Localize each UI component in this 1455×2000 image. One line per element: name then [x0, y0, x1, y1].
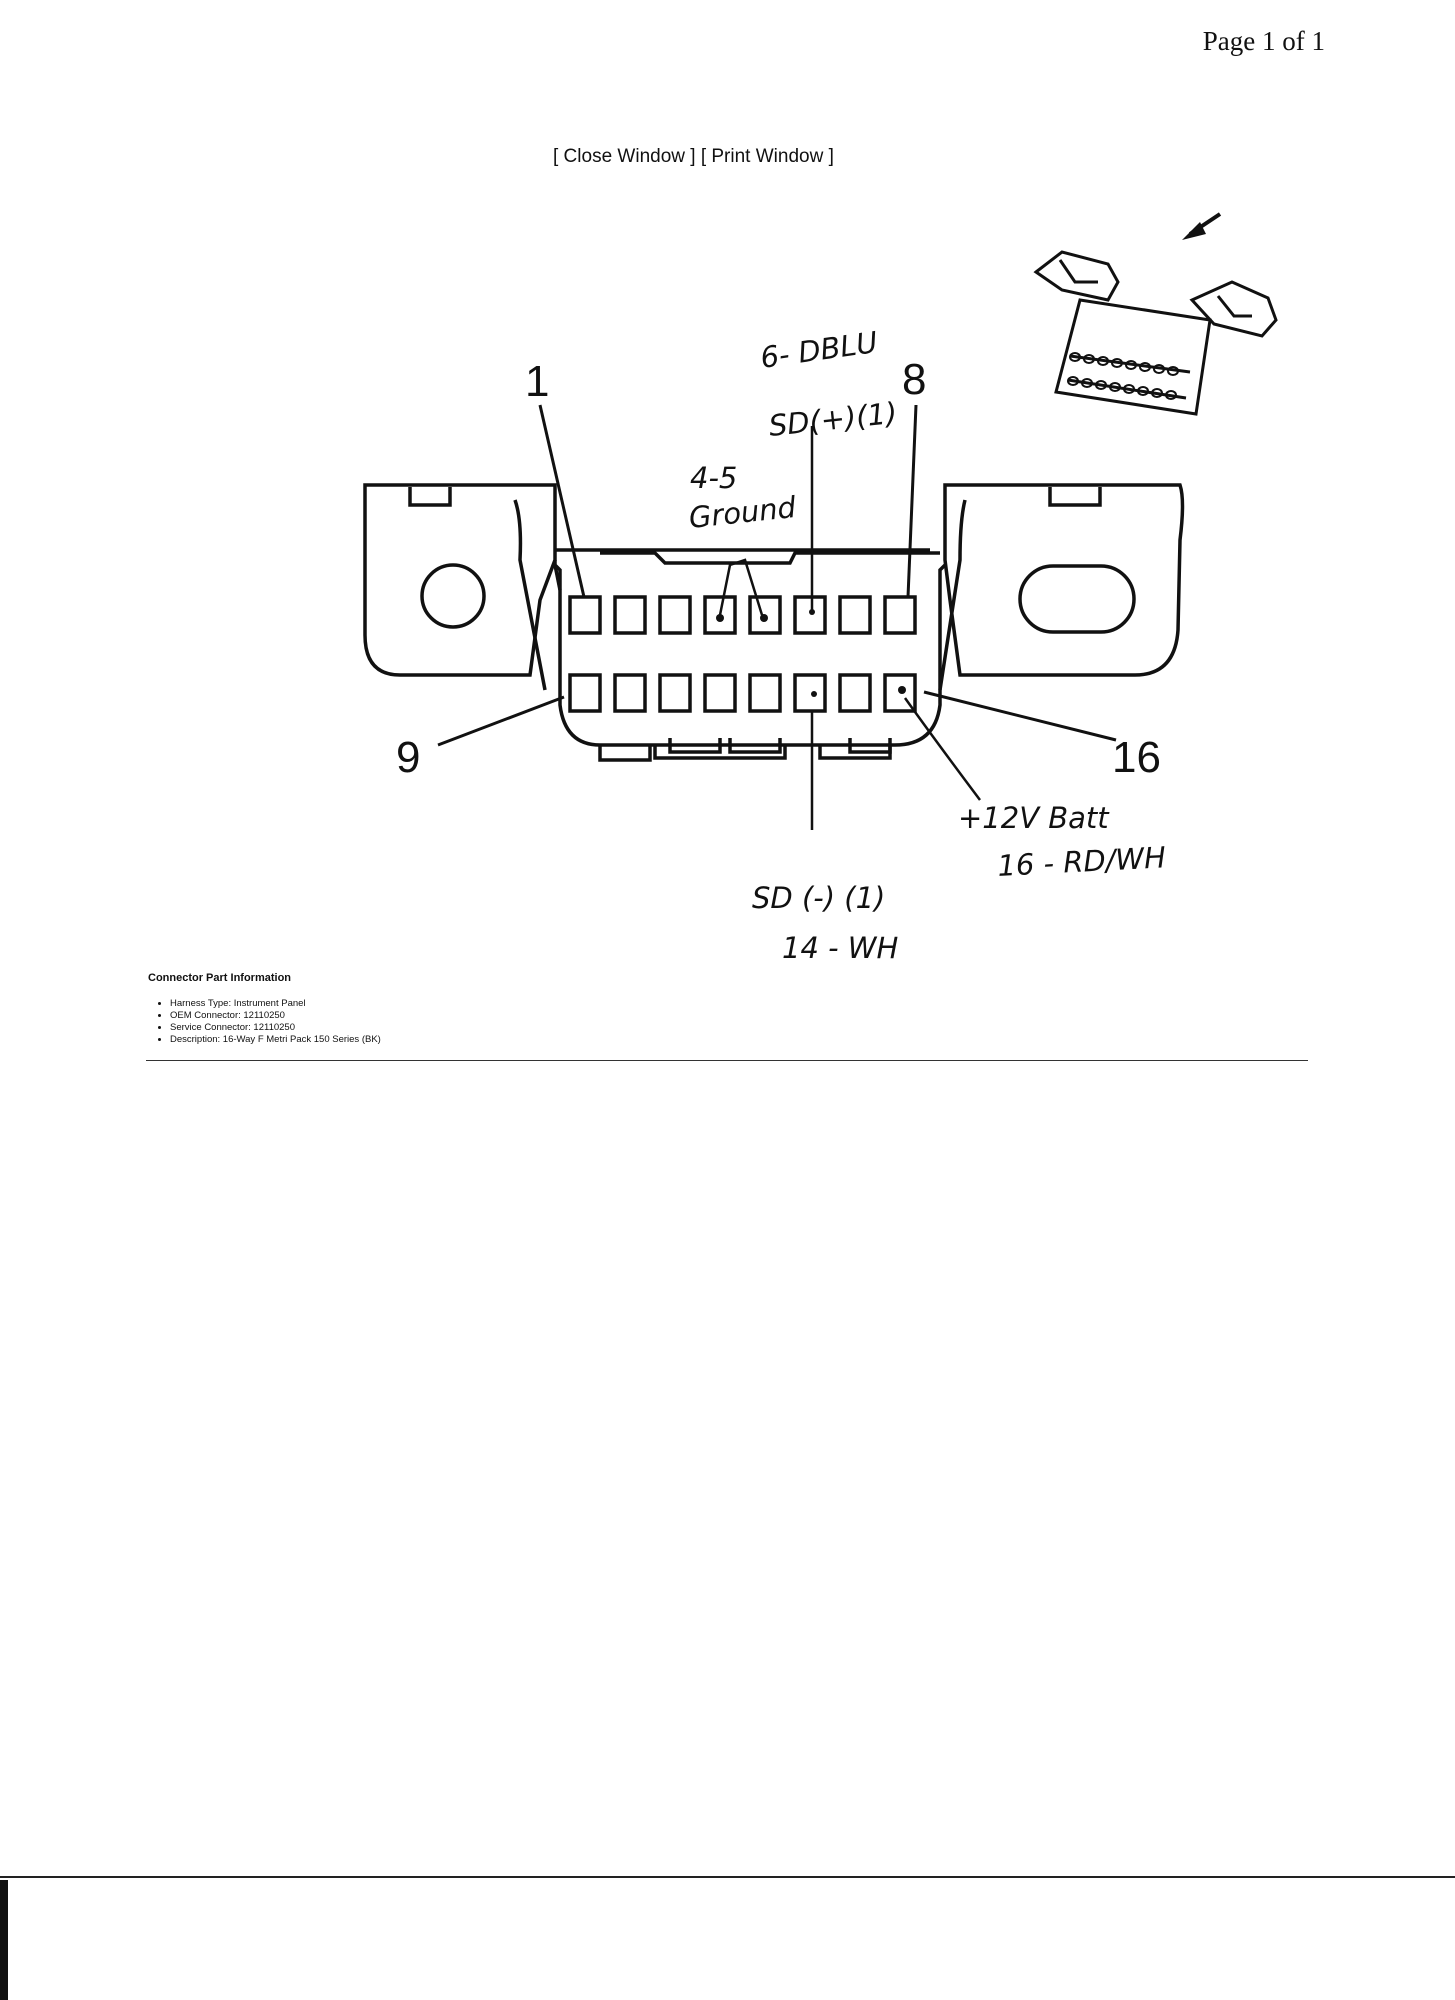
- pin-number-8: 8: [902, 355, 926, 404]
- print-window-link[interactable]: [ Print Window ]: [700, 146, 834, 167]
- connector-face: [363, 483, 1185, 762]
- connector-thumbnail: [1033, 250, 1278, 416]
- pin14-color-note: 14 - WH: [782, 931, 898, 965]
- info-service-connector: Service Connector: 12110250: [170, 1022, 1048, 1034]
- obd-connector-diagram: 1 8 9 16 6- DBLU SD(+)(1) 4-5 Ground SD …: [363, 212, 1278, 965]
- pin-number-9: 9: [396, 733, 420, 782]
- window-links: [ Close Window ] [ Print Window ]: [553, 146, 834, 168]
- pin-1: [568, 595, 602, 635]
- info-list: Harness Type: Instrument Panel OEM Conne…: [148, 998, 1048, 1046]
- info-divider: [146, 1060, 1308, 1061]
- pin-12: [703, 673, 737, 713]
- info-description: Description: 16-Way F Metri Pack 150 Ser…: [170, 1034, 1048, 1046]
- pin-3: [658, 595, 692, 635]
- pin-number-1: 1: [525, 357, 549, 406]
- info-oem-connector: OEM Connector: 12110250: [170, 1010, 1048, 1022]
- pin-7: [838, 595, 872, 635]
- pin16-color-note: 16 - RD/WH: [997, 840, 1167, 883]
- pin-6: [793, 595, 827, 635]
- ground-pins-note: 4-5: [690, 461, 737, 495]
- pin6-color-note: 6- DBLU: [758, 325, 879, 375]
- scan-edge: [0, 1880, 8, 2000]
- sd-minus-note: SD (-) (1): [752, 881, 885, 915]
- pin-number-16: 16: [1112, 733, 1161, 782]
- pin-4: [703, 595, 737, 635]
- pin-14: [793, 673, 827, 713]
- pin-8: [883, 595, 917, 635]
- pin-13: [748, 673, 782, 713]
- page-bottom-rule: [0, 1876, 1455, 1878]
- pin-cavities: [568, 595, 917, 713]
- pin-10: [613, 673, 647, 713]
- info-title: Connector Part Information: [148, 972, 292, 984]
- info-harness-type: Harness Type: Instrument Panel: [170, 998, 1048, 1010]
- ground-note: Ground: [687, 490, 798, 535]
- connector-part-information: Connector Part Information Harness Type:…: [148, 972, 1048, 1046]
- batt-note: +12V Batt: [958, 801, 1110, 835]
- close-window-link[interactable]: [ Close Window ]: [553, 146, 696, 167]
- pin-15: [838, 673, 872, 713]
- page-counter: Page 1 of 1: [1202, 26, 1325, 56]
- pin-9: [568, 673, 602, 713]
- sd-plus-note: SD(+)(1): [767, 396, 899, 443]
- pin-11: [658, 673, 692, 713]
- pin-5: [748, 595, 782, 635]
- pin-2: [613, 595, 647, 635]
